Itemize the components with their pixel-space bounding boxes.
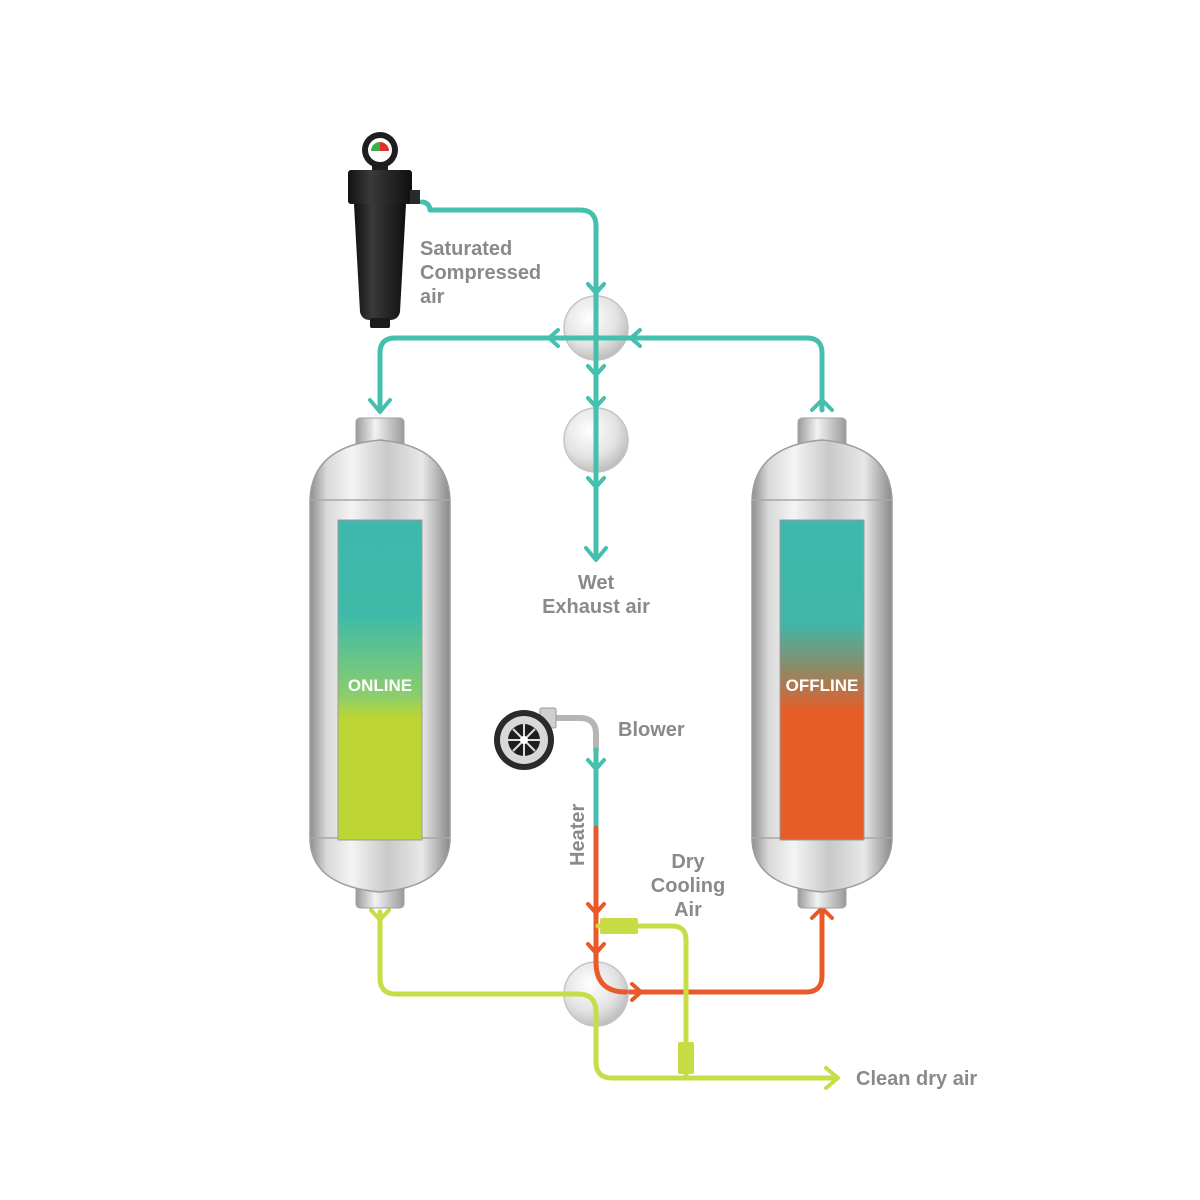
arrow-down-2 — [586, 364, 606, 377]
label-saturated-line2: Compressed — [420, 262, 541, 284]
blower-center — [520, 736, 528, 744]
vessel-offline-label: OFFLINE — [786, 676, 859, 695]
pipe-saturated-inlet — [419, 199, 599, 303]
arrow-up-offline — [810, 398, 834, 412]
label-heater: Heater — [567, 804, 589, 866]
arrow-down-1 — [586, 282, 606, 295]
overlay-top-valve-teal — [561, 293, 631, 363]
label-clean-dry-air: Clean dry air — [856, 1068, 977, 1090]
label-saturated-compressed-air: Saturated Compressed air — [420, 238, 541, 308]
arrow-to-online — [368, 398, 392, 414]
label-dry-line2: Cooling — [651, 875, 725, 897]
vessel-online-label: ONLINE — [348, 676, 412, 695]
arrow-right-orange — [630, 982, 643, 1002]
filter-bowl — [354, 204, 406, 320]
vessel-offline[interactable]: OFFLINE — [751, 417, 893, 909]
filter-gauge-green — [371, 142, 380, 151]
label-wet-line2: Exhaust air — [542, 596, 650, 618]
arrow-down-orange-1 — [586, 902, 606, 915]
arrow-down-teal-heater — [586, 758, 606, 771]
overlay-bottom-valve-lime — [563, 991, 599, 1029]
label-wet-exhaust-air: Wet Exhaust air — [542, 572, 650, 618]
label-dry-cooling-air: Dry Cooling Air — [651, 851, 725, 921]
arrow-clean-dry-air — [824, 1066, 840, 1090]
blower-icon[interactable] — [494, 707, 557, 770]
filter-gauge-red — [380, 142, 389, 151]
label-blower: Blower — [618, 719, 685, 741]
pipe-to-online-vessel — [377, 335, 599, 413]
label-dry-line3: Air — [674, 899, 702, 921]
tee-fitting-top — [600, 918, 638, 934]
filter-head — [348, 170, 412, 204]
vessel-online-window — [337, 519, 423, 841]
vessel-online[interactable]: ONLINE — [309, 417, 451, 909]
arrow-down-orange-2 — [586, 942, 606, 955]
label-saturated-line3: air — [420, 286, 445, 308]
vessel-offline-window — [779, 519, 865, 841]
filter-drain — [370, 318, 390, 328]
overlay-bottom-valve-orange — [593, 959, 629, 995]
filter-port — [410, 190, 420, 204]
arrow-lime-online-out — [369, 908, 391, 922]
pipe-blower-outlet — [549, 715, 599, 753]
label-wet-line1: Wet — [578, 572, 615, 594]
arrow-down-head-exhaust — [584, 546, 608, 562]
label-saturated-line1: Saturated — [420, 238, 512, 260]
arrow-left-from-offline — [629, 328, 642, 348]
arrow-left-valve — [547, 328, 560, 348]
arrow-down-4 — [586, 476, 606, 489]
flow-arrows — [368, 282, 840, 1090]
pipe-overlays — [561, 293, 631, 1029]
pipe-dry-cooling-air — [595, 923, 689, 1081]
tee-fitting-bottom — [678, 1042, 694, 1074]
pre-filter — [348, 132, 420, 328]
pipe-from-offline-vessel — [593, 335, 825, 413]
label-dry-line1: Dry — [671, 851, 705, 873]
